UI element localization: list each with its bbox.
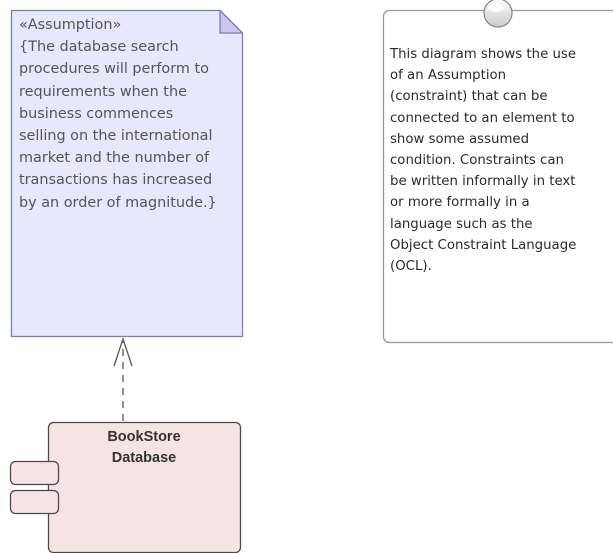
component-title: BookStore Database — [48, 427, 240, 468]
comment-note-text: This diagram shows the use of an Assumpt… — [390, 44, 613, 277]
assumption-line: by an order of magnitude.} — [19, 194, 217, 211]
component-port-bottom-icon — [9, 489, 60, 515]
assumption-line: procedures will perform to — [19, 61, 209, 78]
component-name-line: Database — [111, 449, 177, 466]
comment-line: Object Constraint Language — [390, 237, 577, 253]
comment-line: of an Assumption — [390, 68, 507, 84]
comment-line: language such as the — [390, 216, 533, 232]
assumption-note-text: «Assumption» {The database search proced… — [19, 14, 243, 214]
comment-line: connected to an element to — [390, 110, 575, 126]
comment-line: be written informally in text — [390, 174, 576, 190]
assumption-line: requirements when the — [19, 83, 187, 100]
comment-line: This diagram shows the use — [390, 47, 577, 62]
assumption-line: business commences — [19, 105, 174, 122]
dependency-arrowhead — [113, 336, 133, 367]
assumption-line: selling on the international — [19, 128, 213, 145]
comment-line: condition. Constraints can — [390, 153, 564, 169]
component-port-top-icon — [9, 460, 60, 486]
assumption-line: transactions has increased — [19, 172, 213, 189]
comment-bulb-highlight — [488, 4, 504, 12]
comment-line: show some assumed — [390, 131, 530, 147]
comment-line: or more formally in a — [390, 195, 530, 211]
assumption-stereotype: «Assumption» — [19, 17, 122, 33]
comment-bulb-icon — [483, 0, 513, 28]
assumption-note-body[interactable] — [10, 9, 244, 338]
comment-line: (constraint) that can be — [390, 89, 548, 105]
assumption-line: {The database search — [19, 39, 179, 56]
assumption-line: market and the number of — [19, 150, 210, 167]
comment-line: (OCL). — [390, 259, 432, 275]
assumption-note-fold — [219, 9, 244, 34]
component-name-line: BookStore — [107, 429, 181, 445]
